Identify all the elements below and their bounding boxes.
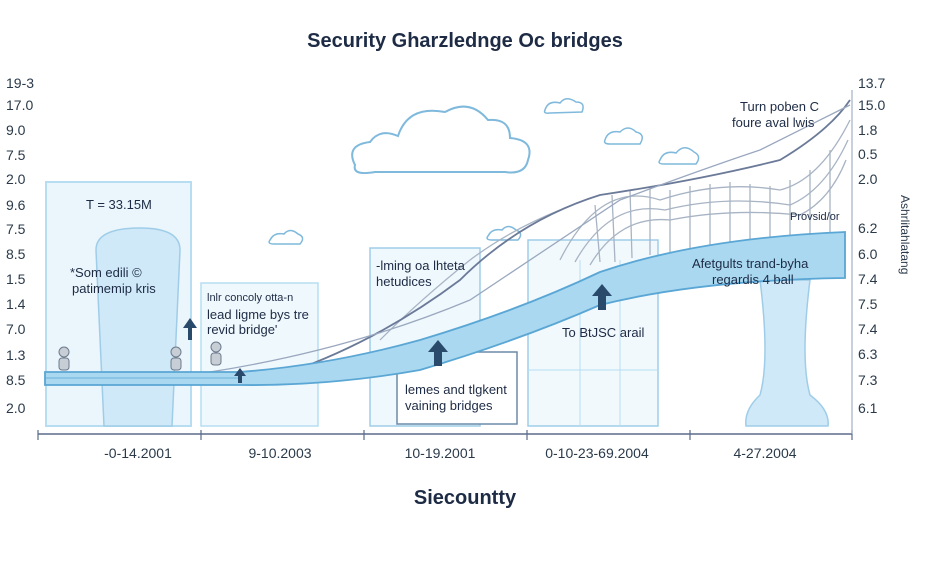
- center-top-line-1: -lming oa lhteta: [376, 258, 465, 273]
- bridge-arch-truss: [379, 119, 851, 341]
- right-axis-tick: 7.5: [858, 296, 878, 312]
- right-axis-tick: 13.7: [858, 75, 886, 91]
- up-arrow-icons: [183, 284, 612, 383]
- cloud-small-4: [268, 229, 304, 245]
- x-tick: 9-10.2003: [248, 445, 312, 461]
- left-axis-tick: 19-3: [6, 75, 35, 91]
- center-box-line-1: lemes and tlgkent: [405, 382, 507, 397]
- right-axis-tick: 6.3: [858, 346, 878, 362]
- right-axis-tick: 7.4: [858, 321, 878, 337]
- x-tick: 0-10-23-69.2004: [545, 445, 649, 461]
- left-axis-tick: 2.0: [6, 171, 26, 187]
- left-axis-tick: 7.0: [6, 321, 26, 337]
- footer-label: Siecountty: [413, 487, 517, 509]
- t-value-label: T = 33.15M: [86, 197, 152, 212]
- right-axis-tick: 2.0: [858, 171, 878, 187]
- x-tick: 4-27.2004: [733, 445, 797, 461]
- left-panel-line-1: *Som edili ©: [70, 265, 142, 280]
- right-mid-line-2: regardis 4 ball: [712, 272, 794, 287]
- bridge-deck: [44, 231, 846, 386]
- to-label: To BtJSC arail: [562, 325, 645, 340]
- left-axis-tick: 17.0: [6, 97, 34, 113]
- left-panel-line-2: patimemip kris: [72, 281, 156, 296]
- right-mid-line-1: Afetgults trand-byha: [692, 256, 809, 271]
- center-top-line-2: hetudices: [376, 274, 432, 289]
- left-axis-tick: 9.6: [6, 197, 26, 213]
- right-axis-tick: 6.2: [858, 220, 878, 236]
- page-title: Security Gharzledngе Oc bridges: [307, 30, 623, 52]
- right-axis-tick: 1.8: [858, 122, 878, 138]
- cloud-small-2: [603, 127, 643, 145]
- right-axis-tick: 6.0: [858, 246, 878, 262]
- left-axis-tick: 1.4: [6, 296, 26, 312]
- right-axis-tick: 7.3: [858, 372, 878, 388]
- top-right-line-2: foure aval lwis: [732, 115, 815, 130]
- left-tower-pillar: [95, 227, 181, 427]
- cloud-large: [351, 105, 531, 175]
- left-axis-tick: 1.5: [6, 271, 26, 287]
- person-figures: [58, 341, 222, 371]
- x-tick: 10-19.2001: [404, 445, 476, 461]
- center-left-line-3: revid bridge': [207, 322, 278, 337]
- small-right-label: Provsid/or: [790, 211, 840, 223]
- right-pillar: [745, 279, 829, 427]
- upper-cable-1: [289, 99, 851, 373]
- upper-cable-2: [209, 104, 851, 373]
- cloud-small-1: [543, 98, 584, 114]
- cloud-small-3: [658, 147, 700, 165]
- center-left-line-2: lead ligme bys tre: [207, 307, 309, 322]
- left-axis-tick: 8.5: [6, 246, 26, 262]
- center-left-line-1: lnlr concoly otta-n: [207, 292, 294, 304]
- top-right-line-1: Turn poben C: [740, 99, 820, 114]
- left-axis-tick: 9.0: [6, 122, 26, 138]
- right-axis-tick: 7.4: [858, 271, 878, 287]
- left-axis-tick: 7.5: [6, 221, 26, 237]
- center-box-line-2: vaining bridges: [405, 398, 493, 413]
- left-axis-tick: 1.3: [6, 347, 26, 363]
- left-axis-tick: 2.0: [6, 400, 26, 416]
- right-axis-tick: 6.1: [858, 400, 878, 416]
- right-axis-tick: 15.0: [858, 97, 886, 113]
- left-axis-tick: 7.5: [6, 147, 26, 163]
- x-tick: -0-14.2001: [104, 445, 172, 461]
- right-axis-label: Ashrlitahlatang: [898, 195, 912, 275]
- right-axis-tick: 0.5: [858, 146, 878, 162]
- left-axis-tick: 8.5: [6, 372, 26, 388]
